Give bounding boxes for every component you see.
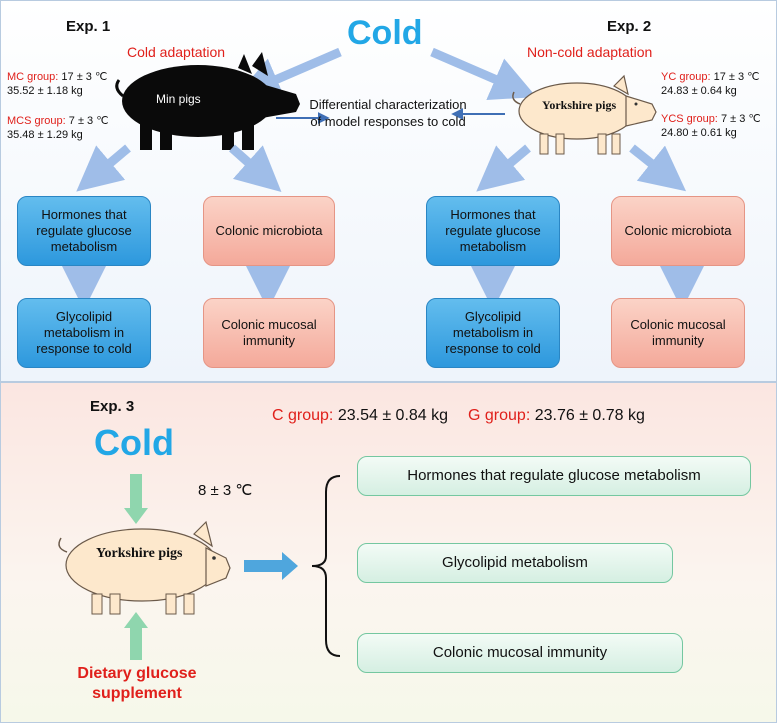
exp2-hormones-box: Hormones that regulate glucose metabolis… bbox=[426, 196, 560, 266]
yorkshire-pig-icon-bottom bbox=[58, 520, 231, 615]
exp2-adaptation: Non-cold adaptation bbox=[527, 44, 653, 60]
exp2-glycolipid-box: Glycolipid metabolism in response to col… bbox=[426, 298, 560, 368]
ycs-group-temp: 7 ± 3 ℃ bbox=[720, 113, 761, 125]
exp3-outcome-glycolipid: Glycolipid metabolism bbox=[357, 543, 673, 583]
yorkshire-pig-label-top: Yorkshire pigs bbox=[542, 98, 617, 112]
yc-group-weight: 24.83 ± 0.64 kg bbox=[661, 85, 737, 97]
ycs-group: YCS group: 7 ± 3 ℃ 24.80 ± 0.61 kg bbox=[661, 112, 761, 140]
center-description: Differential characterization of model r… bbox=[309, 97, 467, 129]
c-group-weight: 23.54 ± 0.84 kg bbox=[337, 407, 449, 424]
yc-group-temp: 17 ± 3 ℃ bbox=[713, 71, 760, 83]
ycs-group-weight: 24.80 ± 0.61 kg bbox=[661, 127, 737, 139]
mcs-group-temp: 7 ± 3 ℃ bbox=[68, 115, 109, 127]
g-group-name: G group: bbox=[468, 407, 531, 424]
arrowhead-cold-to-pig-exp3 bbox=[124, 508, 148, 524]
outcome-brace bbox=[311, 475, 341, 657]
exp2-microbiota-box: Colonic microbiota bbox=[611, 196, 745, 266]
g-group-weight: 23.76 ± 0.78 kg bbox=[534, 407, 645, 424]
mc-group-name: MC group: bbox=[7, 71, 59, 83]
yc-group: YC group: 17 ± 3 ℃ 24.83 ± 0.64 kg bbox=[661, 70, 760, 98]
g-group: G group: 23.76 ± 0.78 kg bbox=[468, 407, 645, 425]
arrow-yorkshire-to-hormones bbox=[476, 144, 531, 192]
arrow-min-to-hormones bbox=[76, 144, 131, 192]
mcs-group-weight: 35.48 ± 1.29 kg bbox=[7, 129, 83, 141]
exp2-label: Exp. 2 bbox=[607, 18, 652, 35]
arrow-cold-to-min bbox=[235, 47, 342, 100]
ycs-group-name: YCS group: bbox=[661, 113, 718, 125]
exp1-label: Exp. 1 bbox=[66, 18, 111, 35]
exp3-outcome-hormones: Hormones that regulate glucose metabolis… bbox=[357, 456, 751, 496]
exp1-immunity-box: Colonic mucosal immunity bbox=[203, 298, 335, 368]
c-group-name: C group: bbox=[272, 407, 334, 424]
supplement-line-1: Dietary glucose bbox=[77, 665, 197, 682]
yorkshire-pig-label-bottom: Yorkshire pigs bbox=[96, 546, 183, 561]
mcs-group-name: MCS group: bbox=[7, 115, 66, 127]
cold-title-top: Cold bbox=[347, 14, 423, 52]
exp3-temperature: 8 ± 3 ℃ bbox=[198, 482, 253, 499]
exp1-glycolipid-box: Glycolipid metabolism in response to col… bbox=[17, 298, 151, 368]
min-pig-icon bbox=[115, 52, 300, 150]
mc-group: MC group: 17 ± 3 ℃ 35.52 ± 1.18 kg bbox=[7, 70, 107, 98]
yc-group-name: YC group: bbox=[661, 71, 711, 83]
yorkshire-pig-icon-top bbox=[512, 74, 657, 155]
mc-group-weight: 35.52 ± 1.18 kg bbox=[7, 85, 83, 97]
arrow-cold-to-yorkshire bbox=[430, 47, 537, 100]
exp1-microbiota-box: Colonic microbiota bbox=[203, 196, 335, 266]
exp1-hormones-box: Hormones that regulate glucose metabolis… bbox=[17, 196, 151, 266]
min-pig-label: Min pigs bbox=[156, 92, 201, 106]
c-group: C group: 23.54 ± 0.84 kg bbox=[272, 407, 448, 425]
arrow-yorkshire-to-microbiota bbox=[629, 144, 687, 192]
arrow-pig-to-outcomes bbox=[244, 552, 298, 580]
dietary-supplement-label: Dietary glucose supplement bbox=[64, 664, 210, 704]
cold-title-exp3: Cold bbox=[94, 422, 174, 463]
supplement-line-2: supplement bbox=[92, 685, 182, 702]
arrow-min-to-microbiota bbox=[229, 144, 282, 192]
exp2-immunity-box: Colonic mucosal immunity bbox=[611, 298, 745, 368]
arrowhead-supplement-to-pig-exp3 bbox=[124, 612, 148, 628]
exp3-outcome-immunity: Colonic mucosal immunity bbox=[357, 633, 683, 673]
exp1-adaptation: Cold adaptation bbox=[127, 44, 226, 60]
exp3-label: Exp. 3 bbox=[90, 398, 135, 415]
mc-group-temp: 17 ± 3 ℃ bbox=[61, 71, 108, 83]
mcs-group: MCS group: 7 ± 3 ℃ 35.48 ± 1.29 kg bbox=[7, 114, 109, 142]
